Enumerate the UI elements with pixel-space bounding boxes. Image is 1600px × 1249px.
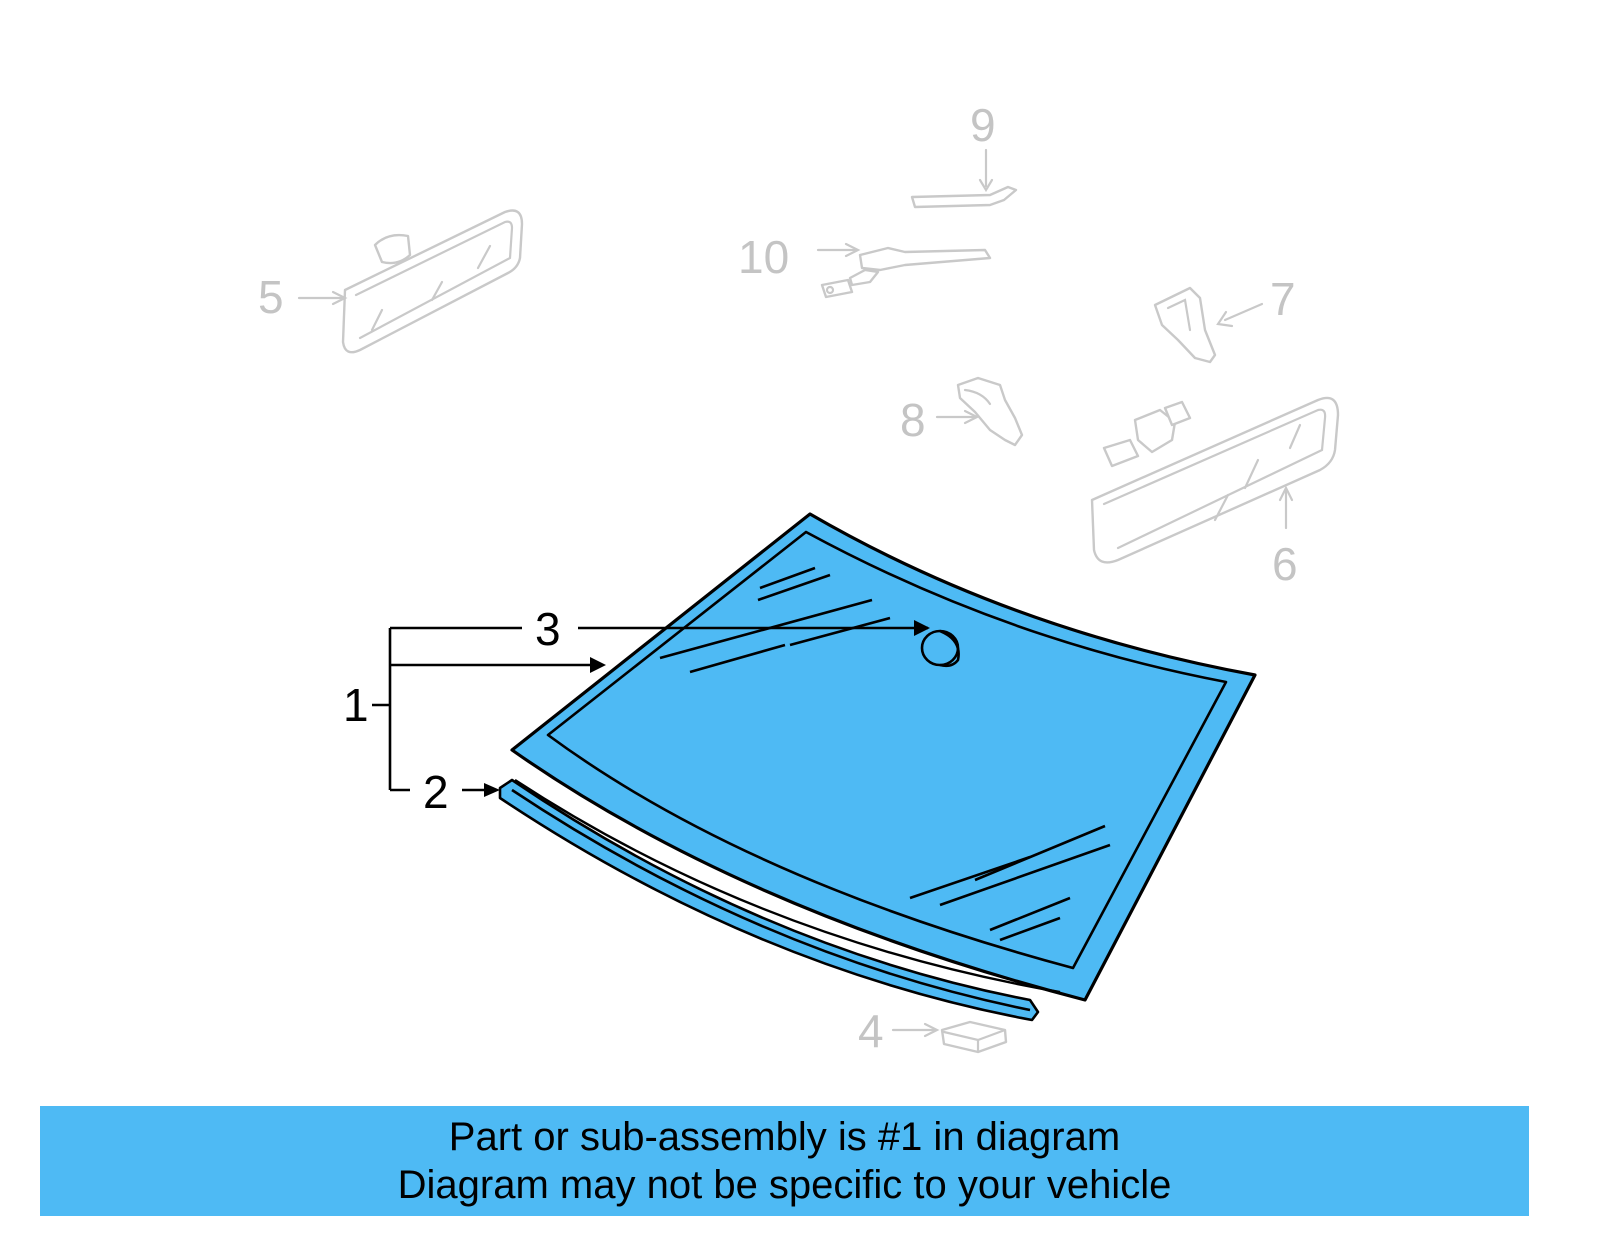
callout-1: 1 <box>343 679 369 731</box>
callout-7: 7 <box>1270 273 1296 325</box>
part-4-molding-clip <box>891 1020 1008 1054</box>
part-10-sensor-bracket <box>816 242 992 299</box>
part-3-mirror-bracket <box>920 629 960 668</box>
callout-5: 5 <box>258 271 284 323</box>
part-8-cover <box>935 376 1024 447</box>
callout-2: 2 <box>423 766 449 818</box>
parts-diagram: 1 2 3 4 5 6 7 8 9 10 <box>258 99 1340 1057</box>
part-9-trim-strip <box>910 148 1018 209</box>
callout-8: 8 <box>900 394 926 446</box>
part-1-windshield-glass <box>510 512 1257 1002</box>
part-7-mirror-cover <box>1153 286 1264 364</box>
info-banner: Part or sub-assembly is #1 in diagram Di… <box>40 1106 1529 1216</box>
banner-line-vehicle-note: Diagram may not be specific to your vehi… <box>397 1163 1172 1207</box>
callout-9: 9 <box>970 99 996 151</box>
callout-10: 10 <box>738 231 789 283</box>
part-2-windshield-molding <box>498 778 1061 1022</box>
callout-6: 6 <box>1272 538 1298 590</box>
banner-line-part-note: Part or sub-assembly is #1 in diagram <box>448 1115 1121 1159</box>
part-5-rearview-mirror <box>297 209 524 354</box>
callout-3: 3 <box>535 603 561 655</box>
callout-leaders <box>372 620 930 797</box>
callout-4: 4 <box>858 1005 884 1057</box>
part-6-rearview-mirror-autodim <box>1090 396 1340 564</box>
